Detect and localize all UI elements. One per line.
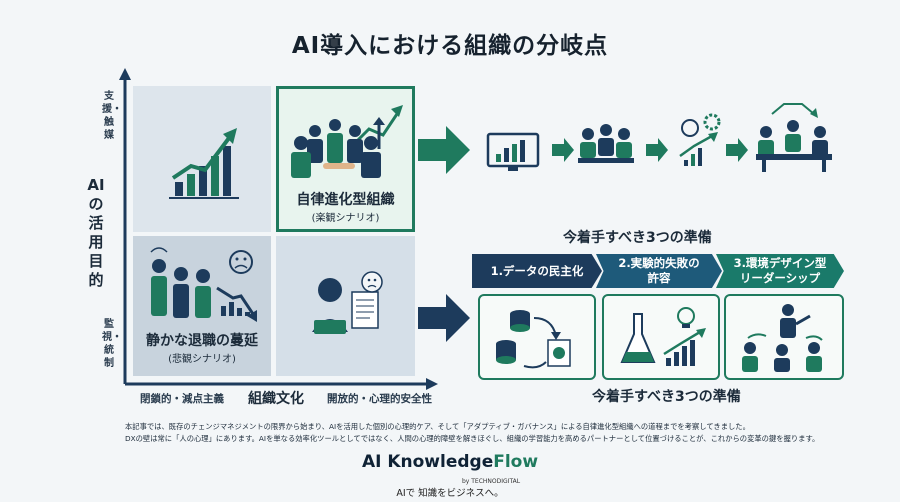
prep-step-2-banner: 2.実験的失敗の 許容 [596, 254, 722, 288]
arrow-to-positive-flow [418, 126, 470, 174]
positive-flow-icons [486, 103, 832, 172]
prep-step-3-card [724, 294, 844, 380]
quadrant-top-right-title: 自律進化型組織 [296, 192, 395, 208]
quadrant-top-right: 自律進化型組織 (楽観シナリオ) [276, 86, 415, 232]
quadrant-bottom-left: 静かな退職の蔓延 (悲観シナリオ) [133, 236, 271, 376]
brand-name-a: AI Knowledge [361, 452, 494, 472]
growth-chart-icon [169, 128, 239, 199]
data-sync-icon [496, 310, 571, 369]
description-line-1: 本記事では、既存のチェンジマネジメントの限界から始まり、AIを活用した個別の心理… [125, 422, 750, 431]
brand-tagline: AIで 知識をビジネスへ。 [396, 488, 504, 499]
brand-logo: AI KnowledgeFlow [0, 452, 900, 472]
prep-caption: 今着手すべき3つの準備 [592, 389, 741, 405]
quadrant-bottom-left-title: 静かな退職の蔓延 [146, 333, 258, 349]
prep-title: 今着手すべき3つの準備 [563, 230, 712, 246]
prep-step-1-card [478, 294, 596, 380]
arrow-to-preparations [418, 294, 470, 342]
page-title: AI導入における組織の分岐点 [291, 33, 609, 59]
leadership-icon [742, 304, 823, 372]
team-handshake-icon [291, 105, 403, 178]
prep-step-1-banner: 1.データの民主化 [472, 254, 602, 288]
quadrant-top-left [133, 86, 271, 232]
quadrant-bottom-right [276, 236, 415, 376]
disengaged-workers-icon [150, 247, 257, 322]
quadrant-bottom-left-subtitle: (悲観シナリオ) [168, 354, 236, 365]
monitor-chart-icon [486, 132, 540, 171]
x-axis-left-label: 閉鎖的・減点主義 [140, 393, 224, 405]
y-axis-bottom-label: 監視・統制 [102, 319, 122, 369]
quadrant-top-right-subtitle: (楽観シナリオ) [311, 213, 380, 224]
description-line-2: DXの壁は常に「人の心理」にあります。AIを単なる効率化ツールとしてではなく、人… [125, 434, 820, 443]
prep-step-3-banner: 3.環境デザイン型 リーダーシップ [716, 254, 844, 288]
brand-name-b: Flow [493, 452, 539, 472]
worried-worker-icon [312, 271, 383, 334]
brand-byline: by TECHNODIGITAL [462, 478, 521, 485]
y-axis-top-label: 支援・触媒 [102, 91, 122, 141]
experiment-growth-icon [620, 307, 706, 366]
x-axis-right-label: 開放的・心理的安全性 [327, 393, 432, 405]
y-axis-label: AIの活用目的 [87, 176, 105, 289]
idea-growth-icon [679, 113, 721, 166]
prep-step-2-card [602, 294, 720, 380]
x-axis-label: 組織文化 [248, 391, 304, 407]
meeting-icon [578, 124, 634, 163]
collaboration-table-icon [756, 103, 832, 172]
